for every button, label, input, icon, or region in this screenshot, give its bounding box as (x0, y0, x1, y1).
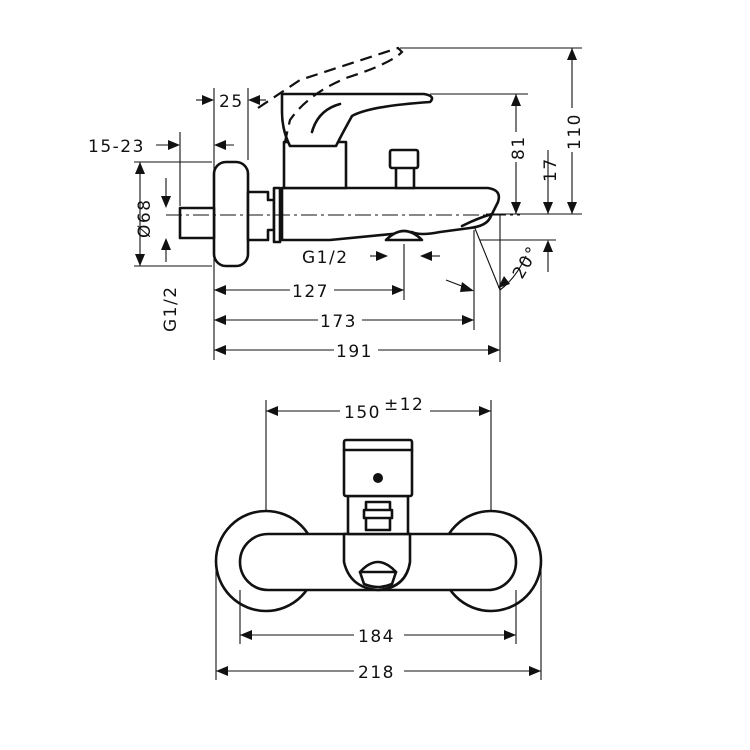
dim-173: 173 (320, 312, 357, 332)
dim-g12-inlet: G1/2 (161, 285, 181, 332)
dim-diameter-68: Ø68 (135, 198, 155, 238)
aerator (384, 229, 424, 242)
dim-110: 110 (565, 113, 585, 150)
diverter-knob (388, 148, 420, 170)
dim-150: 150 (344, 403, 381, 423)
front-handle (342, 438, 414, 498)
inlet-connector (178, 206, 216, 240)
spout-tip (460, 212, 494, 228)
front-view: 150 ±12 184 218 (214, 395, 543, 683)
dim-15-23: 15-23 (88, 137, 145, 157)
lever-handle (280, 92, 434, 148)
lever-inner (310, 102, 342, 134)
dim-184: 184 (358, 627, 395, 647)
front-indicator (373, 473, 383, 483)
cartridge-neck (282, 140, 348, 190)
front-diverter-cap (362, 508, 394, 520)
wall-flange (212, 160, 250, 268)
dim-25: 25 (219, 92, 244, 112)
dim-218: 218 (358, 663, 395, 683)
dim-150-tolerance: ±12 (384, 395, 424, 415)
dim-17: 17 (541, 157, 561, 182)
dim-g12-outlet: G1/2 (302, 248, 349, 268)
knurled-nut (246, 190, 276, 242)
dim-127: 127 (292, 282, 329, 302)
side-view: 25 15-23 Ø68 G1/2 G1/2 127 (88, 46, 585, 362)
dim-191: 191 (336, 342, 373, 362)
spout (280, 186, 501, 242)
lever-open-dashed (257, 46, 404, 147)
front-aerator (358, 560, 398, 589)
dim-81: 81 (509, 135, 529, 160)
dim-angle-20: 20° (509, 243, 544, 283)
